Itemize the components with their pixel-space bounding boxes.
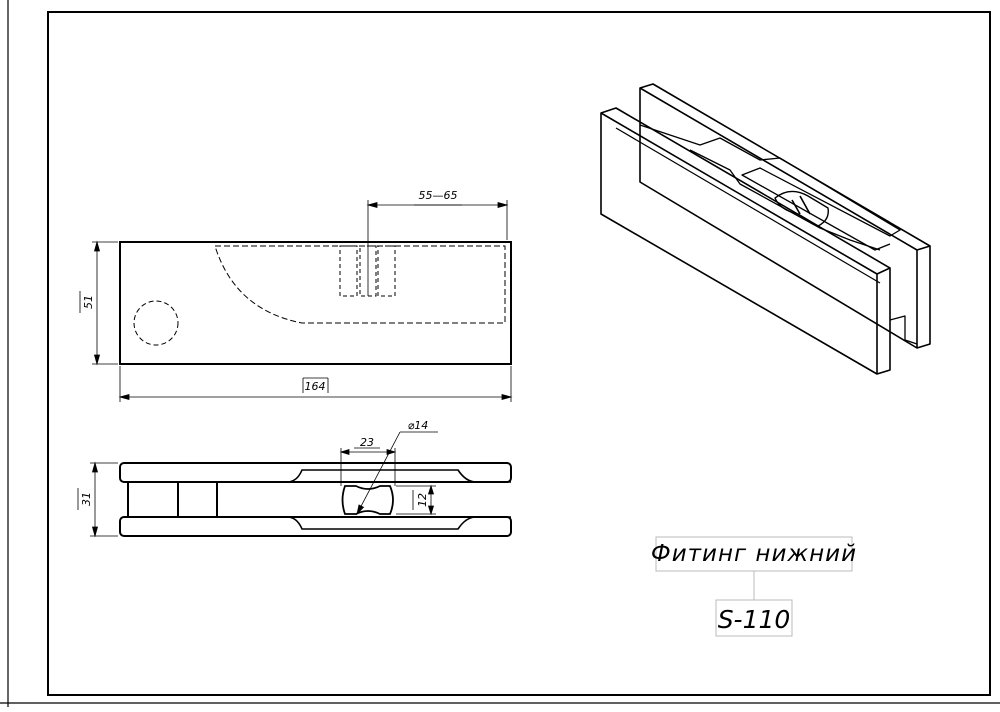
lower-plate [119,516,512,537]
dim-hole-offset-label: 23 [360,436,374,449]
dim-slot-height-label: 12 [416,493,429,507]
title-block: Фитинг нижний S-110 [651,536,857,637]
dimension-side-width [77,461,118,538]
dimension-hole-diameter [356,431,438,516]
dimension-top-range [366,200,509,296]
iso-cam-hole [774,190,829,227]
iso-back-plate [639,83,931,349]
upper-plate [119,462,512,483]
dimension-slot-height [396,484,436,516]
drawing-title: Фитинг нижний [651,541,857,567]
cam-hole [341,485,394,515]
dim-top-range-label: 55—65 [419,189,458,202]
iso-front-plate [600,107,891,375]
insert-profile [217,469,511,530]
hidden-pocket [214,245,506,324]
dimension-top-height [79,240,118,366]
hidden-slots [339,245,396,297]
dimension-hole-offset [339,447,397,486]
code-box [715,599,793,637]
dimension-length [118,366,513,402]
dim-side-width-label: 31 [80,492,93,506]
top-view-outline [119,241,512,365]
hidden-mount-hole [133,300,179,346]
isometric-view [600,83,931,375]
insert-edges [127,482,218,517]
dim-top-height-label: 51 [82,295,95,309]
iso-insert-profile [639,124,901,251]
top-view: 55—65 51 164 [79,189,513,402]
drawing-code: S-110 [718,605,791,634]
dim-hole-diameter-label: ⌀14 [408,419,429,432]
drawing-frame [47,11,991,696]
side-view: 31 23 ⌀14 12 [77,419,512,538]
dim-length-label: 164 [305,380,326,393]
